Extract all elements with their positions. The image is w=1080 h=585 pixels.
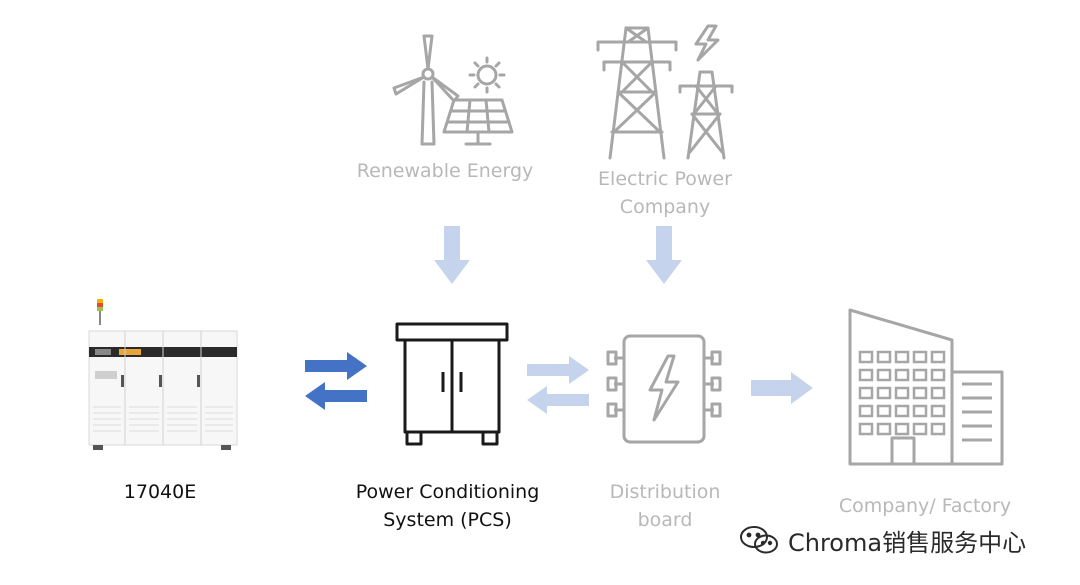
distribution-label-line1: Distribution bbox=[609, 481, 721, 503]
electric-power-label-line1: Electric Power bbox=[598, 168, 732, 190]
renewable-energy-label: Renewable Energy bbox=[356, 160, 534, 182]
watermark-text: Chroma销售服务中心 bbox=[788, 528, 1027, 557]
distribution-board-icon bbox=[606, 334, 722, 444]
pcs-label-line2: System (PCS) bbox=[383, 509, 512, 531]
cabinet-icon bbox=[395, 322, 509, 446]
wind-turbine-solar-icon bbox=[392, 34, 514, 146]
battery-tester-cabinet-icon bbox=[88, 299, 238, 450]
watermark: Chroma销售服务中心 bbox=[738, 522, 1026, 558]
factory-building-icon bbox=[848, 308, 1004, 466]
wechat-icon bbox=[740, 526, 778, 554]
right-arrow-light bbox=[751, 372, 813, 404]
pcs-label-line1: Power Conditioning bbox=[355, 481, 540, 503]
device-label: 17040E bbox=[123, 481, 197, 503]
electric-power-label-line2: Company bbox=[619, 196, 711, 218]
factory-label: Company/ Factory bbox=[838, 495, 1012, 517]
bidirectional-arrow-dark bbox=[305, 352, 367, 410]
transmission-tower-icon bbox=[596, 24, 734, 160]
bidirectional-arrow-light bbox=[527, 356, 589, 414]
electric-down-arrow bbox=[646, 226, 682, 284]
distribution-label-line2: board bbox=[637, 509, 693, 531]
renewable-down-arrow bbox=[434, 226, 470, 284]
